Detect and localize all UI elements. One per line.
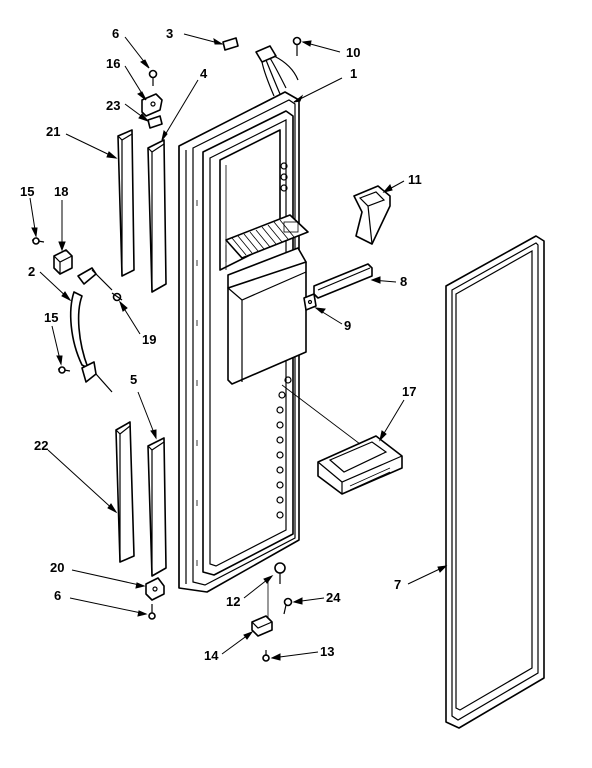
lower-door-trim [147, 437, 167, 577]
door-panel [178, 91, 309, 593]
label-plate [222, 37, 239, 51]
bottle-shelf [317, 435, 403, 495]
callout-17: 17 [402, 384, 416, 399]
bottom-hinge-pin [274, 562, 286, 584]
callout-19: 19 [142, 332, 156, 347]
callout-12: 12 [226, 594, 240, 609]
callout-23: 23 [106, 98, 120, 113]
dispenser-switch [303, 293, 317, 311]
bottom-bracket [251, 615, 273, 637]
handle-end-cap [53, 249, 73, 275]
leader-lines [29, 33, 448, 661]
callout-10: 10 [346, 45, 360, 60]
upper-hinge [141, 93, 163, 117]
callout-numbers: 1 2 3 4 5 6 6 7 8 9 10 11 12 13 14 15 15… [20, 26, 422, 663]
callout-16: 16 [106, 56, 120, 71]
callout-13: 13 [320, 644, 334, 659]
callout-21: 21 [46, 124, 60, 139]
wiring-harness [255, 45, 299, 97]
callout-3: 3 [166, 26, 173, 41]
door-gasket [445, 235, 545, 729]
dispenser-housing [227, 247, 307, 385]
callout-1: 1 [350, 66, 357, 81]
hinge-shim [147, 115, 163, 129]
screw-24 [283, 597, 293, 615]
lower-hinge [145, 577, 165, 601]
callout-22: 22 [34, 438, 48, 453]
screw-15-lower [57, 366, 71, 374]
ice-chute-grille [225, 214, 309, 262]
callout-9: 9 [344, 318, 351, 333]
screw-19 [111, 292, 123, 302]
shelf-holes [276, 162, 292, 519]
callout-6-lower: 6 [54, 588, 61, 603]
callout-15-lower: 15 [44, 310, 58, 325]
callout-15-upper: 15 [20, 184, 34, 199]
callout-2: 2 [28, 264, 35, 279]
dispenser-lever [313, 263, 373, 299]
screw-15-upper [31, 237, 45, 245]
callout-8: 8 [400, 274, 407, 289]
callout-6-upper: 6 [112, 26, 119, 41]
callout-18: 18 [54, 184, 68, 199]
callout-24: 24 [326, 590, 341, 605]
screw-13 [262, 650, 270, 662]
callout-20: 20 [50, 560, 64, 575]
screw-6-lower [148, 604, 156, 620]
door-handle [69, 267, 113, 393]
upper-door-trim [147, 139, 167, 293]
upper-handle-trim [117, 129, 135, 277]
callout-11: 11 [408, 172, 422, 187]
screw-6-upper [148, 69, 158, 86]
lower-handle-trim [115, 421, 135, 563]
callout-4: 4 [200, 66, 208, 81]
screw-10 [292, 36, 302, 56]
callout-5: 5 [130, 372, 137, 387]
dispenser-actuator [353, 185, 391, 245]
callout-7: 7 [394, 577, 401, 592]
callout-14: 14 [204, 648, 219, 663]
